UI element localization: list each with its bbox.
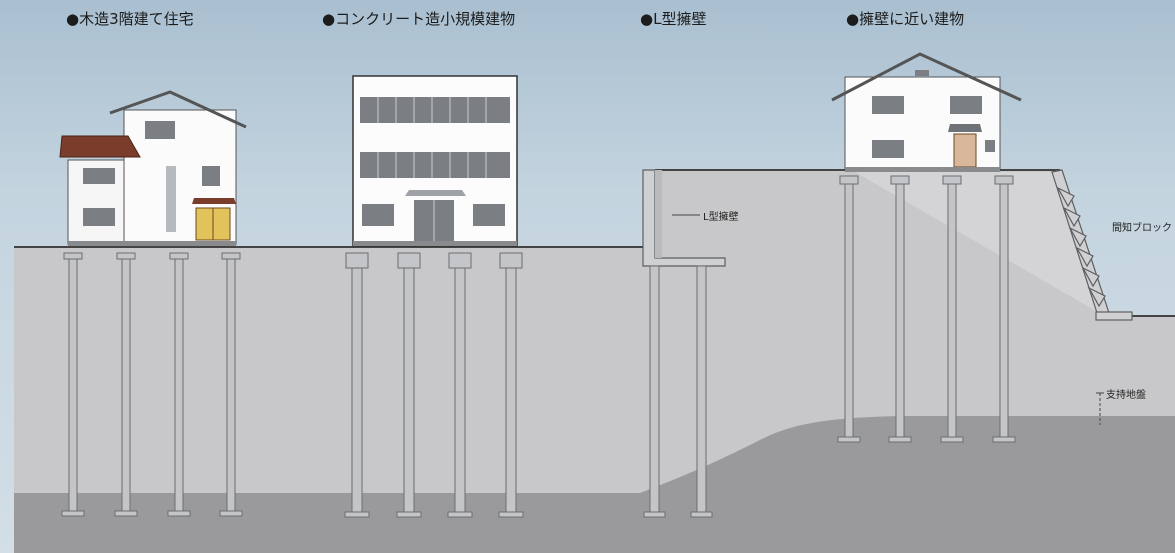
heading-near-wall-building: ●擁壁に近い建物 [846,10,965,28]
label-l-wall: L型擁壁 [703,212,739,223]
pile [447,252,473,518]
heading-wood-house: ●木造3階建て住宅 [66,10,194,28]
concrete-building [352,75,518,247]
pile [940,175,964,443]
near-wall-house [831,52,1022,172]
l-retaining-wall [642,169,726,518]
slope-zone [855,172,1108,318]
pile [219,252,243,517]
wooden-house [59,90,247,246]
pile [888,175,912,443]
block-retaining-wall [1051,169,1133,321]
piles-concrete-building [344,252,524,518]
pile [61,252,85,517]
pile [167,252,191,517]
pile [344,252,370,518]
label-block: 間知ブロック [1112,223,1172,234]
pile [992,175,1016,443]
pile [114,252,138,517]
bearing-layer [14,416,1175,553]
pile [396,252,422,518]
piles-near-wall-building [837,175,1016,443]
pile [498,252,524,518]
label-bearing-layer: 支持地盤 [1106,390,1146,401]
heading-concrete-building: ●コンクリート造小規模建物 [322,10,516,28]
heading-l-wall: ●L型擁壁 [640,10,707,28]
pile [837,175,861,443]
piles-wood-house [61,252,243,517]
